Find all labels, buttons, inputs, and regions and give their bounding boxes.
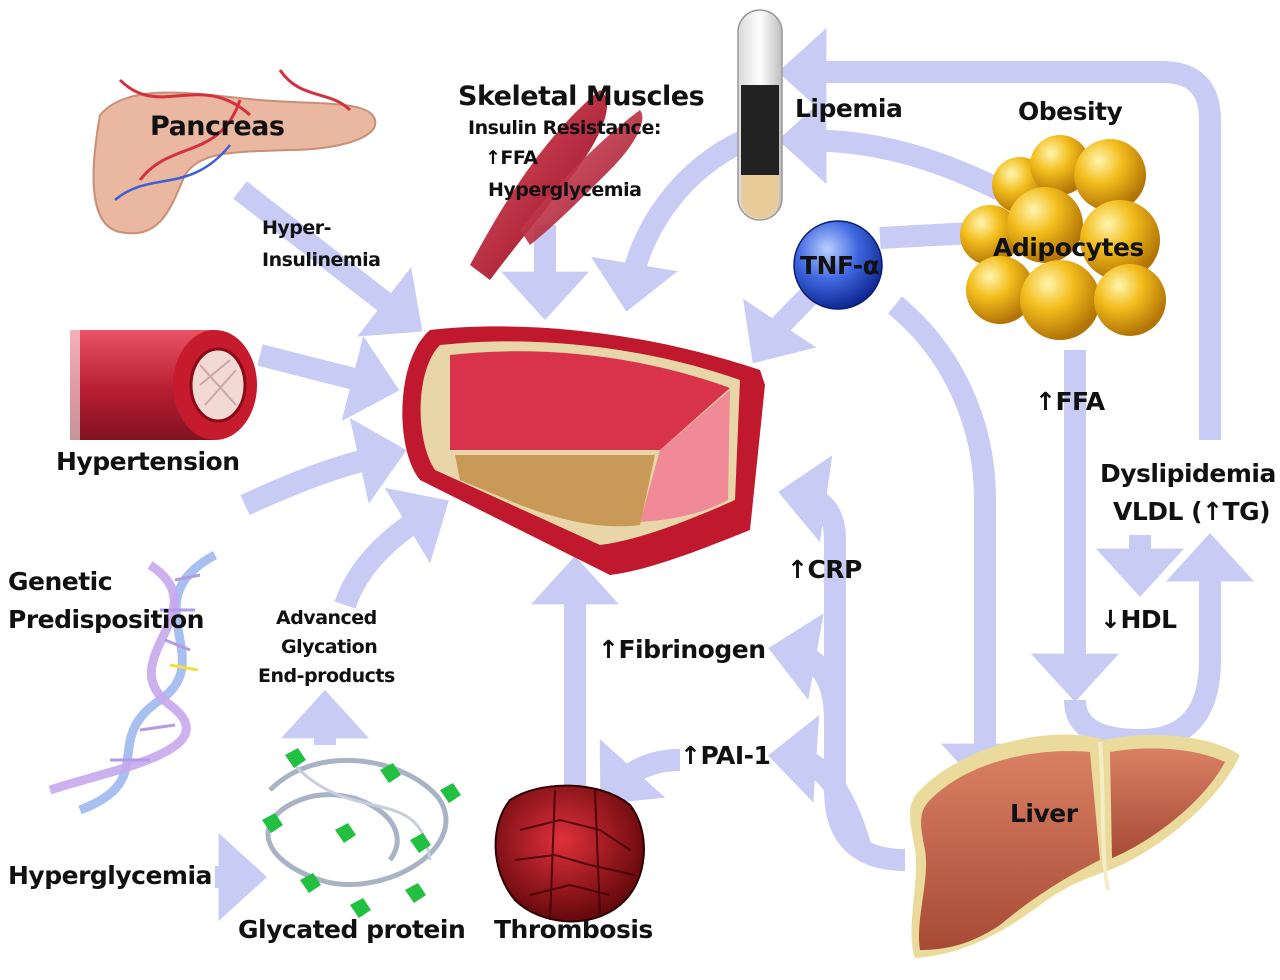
arrow-pai1-to-thrombosis xyxy=(599,738,681,805)
label-crp: ↑CRP xyxy=(787,555,862,584)
label-pancreas: Pancreas xyxy=(150,111,285,142)
label-hyperinsulinemia-line2: Insulinemia xyxy=(262,249,381,271)
label-thrombosis: Thrombosis xyxy=(494,915,653,944)
arrow-vldl-to-lipemia xyxy=(778,28,1221,440)
tnf-sphere xyxy=(793,220,883,310)
label-tnf-alpha: TNF-α xyxy=(800,251,880,280)
label-age-line1: Advanced xyxy=(276,607,377,629)
label-ffa-muscle: ↑FFA xyxy=(485,147,538,169)
arrow-genetic xyxy=(240,417,407,516)
arrow-liver-to-fibrinogen xyxy=(768,613,846,721)
label-obesity: Obesity xyxy=(1018,97,1123,126)
artery-cross-section xyxy=(402,326,765,575)
label-hyperglycemia-muscle: Hyperglycemia xyxy=(488,179,642,201)
label-age-line2: Glycation xyxy=(281,636,378,658)
arrow-hypertension xyxy=(257,335,400,422)
arrow-age xyxy=(334,487,449,609)
label-liver: Liver xyxy=(1010,799,1078,828)
label-pai1: ↑PAI-1 xyxy=(680,741,771,770)
arrow-liver-to-vldl xyxy=(1064,533,1254,752)
liver-illustration xyxy=(910,734,1240,958)
thrombus-illustration xyxy=(494,784,645,923)
label-insulin-resistance: Insulin Resistance: xyxy=(468,117,661,139)
glycated-protein-illustration xyxy=(262,748,461,918)
label-predisposition: Predisposition xyxy=(8,605,204,634)
label-adipocytes: Adipocytes xyxy=(993,233,1144,262)
label-fibrinogen: ↑Fibrinogen xyxy=(598,635,766,664)
test-tube-illustration xyxy=(737,9,783,221)
arrow-hyperinsulinemia xyxy=(233,181,423,337)
label-vldl: VLDL (↑TG) xyxy=(1113,497,1271,526)
label-dyslipidemia: Dyslipidemia xyxy=(1100,459,1276,488)
label-hyperinsulinemia-line1: Hyper- xyxy=(262,217,332,239)
arrow-liver-to-pai1 xyxy=(768,714,871,849)
arrow-tnf-to-liver xyxy=(887,296,1029,792)
label-ffa-adipose: ↑FFA xyxy=(1035,387,1105,416)
label-skeletal-muscles: Skeletal Muscles xyxy=(458,81,705,112)
label-hdl: ↓HDL xyxy=(1100,605,1177,634)
label-lipemia: Lipemia xyxy=(795,94,903,123)
blood-vessel-illustration xyxy=(40,330,257,440)
arrow-adipocytes-to-lipemia xyxy=(778,96,1005,200)
adipocytes-illustration xyxy=(960,135,1166,340)
muscle-illustration xyxy=(470,90,643,280)
arrow-layer xyxy=(215,28,1254,921)
label-hypertension: Hypertension xyxy=(56,447,240,476)
label-genetic: Genetic xyxy=(8,567,113,596)
label-glycated-protein: Glycated protein xyxy=(238,915,466,944)
pancreas-illustration xyxy=(92,69,377,235)
dna-illustration xyxy=(48,551,218,815)
arrow-tnf-to-artery xyxy=(743,287,818,364)
label-hyperglycemia: Hyperglycemia xyxy=(8,861,212,890)
arrow-lipemia xyxy=(590,130,750,312)
label-age-line3: End-products xyxy=(258,665,395,687)
